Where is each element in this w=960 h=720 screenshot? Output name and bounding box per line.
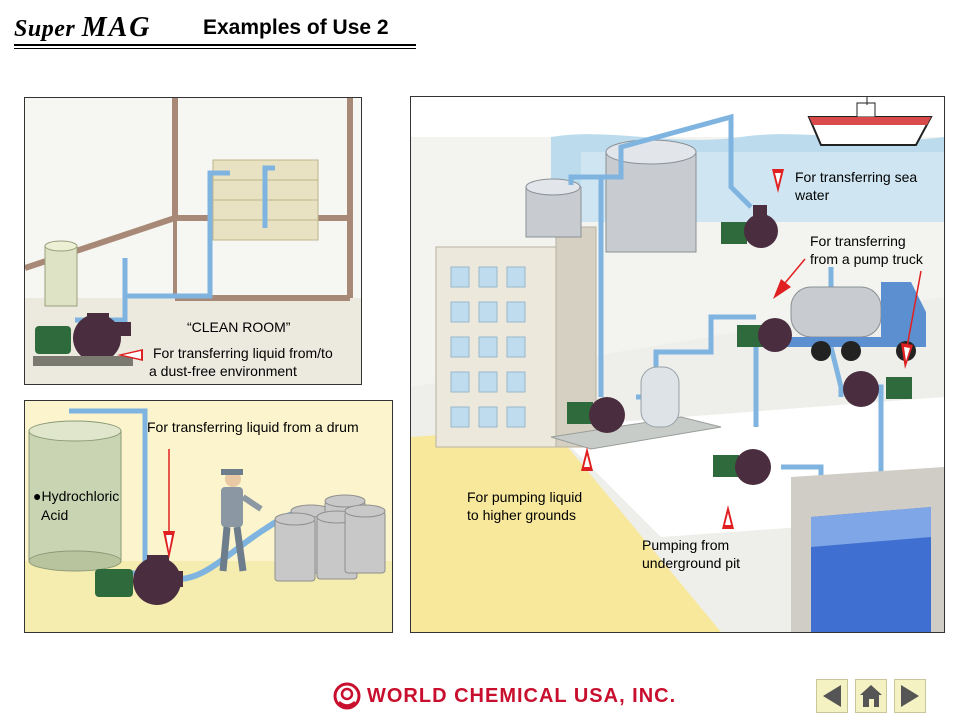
pump-truck: [786, 282, 926, 361]
gas-cylinder: [640, 366, 680, 428]
clean-room-caption-line1: For transferring liquid from/to: [153, 345, 333, 361]
clean-room-pump: [33, 313, 133, 366]
pointer-arrows: [581, 169, 922, 529]
drum-pump: [95, 555, 183, 605]
large-tank: [605, 139, 697, 253]
sea-water-caption-line2: water: [795, 187, 830, 203]
home-button[interactable]: [855, 679, 887, 713]
plant-panel: For transferring sea water For transferr…: [410, 96, 945, 633]
platform: [550, 416, 722, 450]
company-logo: WORLD CHEMICAL USA, INC.: [333, 682, 675, 710]
left-arrow-icon: [823, 685, 841, 707]
pump-sea-water: [721, 205, 778, 248]
pump-truck-arrow: [773, 258, 806, 299]
pump-truck-caption-line2: from a pump truck: [810, 251, 923, 267]
next-slide-button[interactable]: [894, 679, 926, 713]
pit: [791, 467, 944, 632]
drum-arrow: [163, 449, 175, 559]
title-underline: [14, 44, 416, 46]
underground-pit-arrow: [722, 505, 734, 529]
drum-illustration: [25, 408, 392, 632]
drum-panel: For transferring liquid from a drum ●Hyd…: [24, 400, 393, 633]
drums: [274, 494, 386, 582]
title-underline-thin: [14, 48, 416, 49]
hcl-label-line1: ●Hydrochloric: [33, 488, 120, 504]
underground-pit-caption-line2: underground pit: [642, 555, 741, 571]
clean-room-arrow: [117, 349, 143, 361]
clean-room-illustration: [25, 98, 361, 384]
higher-ground-caption-line2: to higher grounds: [467, 507, 576, 523]
home-icon: [860, 685, 882, 707]
right-arrow-icon: [901, 685, 919, 707]
small-tank: [525, 178, 582, 238]
company-emblem-icon: [333, 682, 361, 710]
hcl-label-line2: Acid: [41, 507, 69, 523]
pump-underground-pit: [713, 449, 771, 485]
sea-water-arrow: [772, 169, 784, 193]
higher-ground-arrow: [581, 447, 593, 471]
clean-room-panel: “CLEAN ROOM” For transferring liquid fro…: [24, 97, 362, 385]
pump-truck-caption-line1: For transferring: [810, 233, 906, 249]
pump-higher-ground: [567, 397, 625, 433]
supermag-logo: Super MAG: [14, 12, 152, 43]
higher-ground-caption-line1: For pumping liquid: [467, 489, 583, 505]
pump-truck-side: [737, 318, 792, 352]
hcl-tank: [28, 420, 122, 572]
underground-pit-caption-line1: Pumping from: [642, 537, 730, 553]
pump-right: [843, 371, 912, 407]
right-pump-arrow: [901, 270, 922, 369]
plant-illustration: [411, 97, 944, 632]
worker-figure: [219, 469, 263, 572]
clean-room-title: “CLEAN ROOM”: [187, 319, 291, 335]
page-title: Examples of Use 2: [203, 16, 389, 39]
previous-slide-button[interactable]: [816, 679, 848, 713]
drum-caption: For transferring liquid from a drum: [147, 419, 359, 435]
company-name: WORLD CHEMICAL USA, INC.: [367, 685, 677, 707]
ship: [807, 97, 933, 146]
sea-water-caption-line1: For transferring sea: [795, 169, 918, 185]
clean-room-tank: [44, 240, 78, 307]
clean-room-caption-line2: a dust-free environment: [149, 363, 297, 379]
